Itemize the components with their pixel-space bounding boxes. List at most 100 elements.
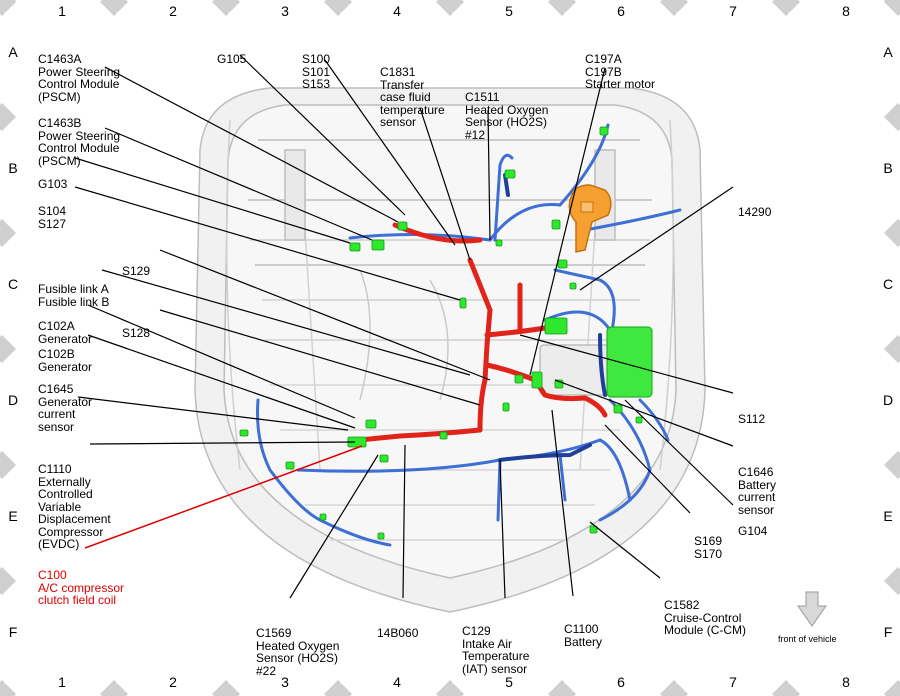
- connector-marker: [495, 239, 503, 247]
- leader-line: [519, 334, 734, 394]
- border-diamond: [436, 680, 464, 696]
- connector-marker: [239, 429, 249, 437]
- label-g103: G103: [38, 177, 68, 191]
- grid-col-top: 5: [505, 3, 513, 19]
- grid-col-bottom: 8: [842, 674, 850, 690]
- leader-line: [624, 399, 734, 506]
- leader-line: [77, 396, 349, 431]
- label-s129: S129: [122, 264, 151, 278]
- label-s128: S128: [122, 326, 151, 340]
- leader-line: [159, 249, 491, 381]
- border-diamond: [0, 103, 16, 131]
- leader-line: [74, 157, 351, 244]
- connector-marker: [379, 454, 389, 463]
- grid-row-right: C: [882, 276, 894, 292]
- border-diamond: [885, 683, 900, 696]
- label-g105: G105: [217, 52, 247, 66]
- grid-col-top: 7: [729, 3, 737, 19]
- connector-marker: [557, 259, 568, 269]
- grid-row-right: E: [883, 508, 893, 524]
- grid-col-top: 4: [393, 3, 401, 19]
- border-diamond: [436, 0, 464, 16]
- grid-row-right: F: [883, 624, 893, 640]
- leader-line: [289, 454, 379, 599]
- connector-marker: [502, 402, 510, 412]
- leader-line: [159, 309, 481, 406]
- border-diamond: [0, 451, 16, 479]
- border-diamond: [100, 0, 128, 16]
- leader-lines: [74, 54, 734, 599]
- connector-marker: [589, 525, 598, 534]
- leader-line: [529, 67, 606, 376]
- connector-marker: [397, 221, 408, 231]
- grid-row-left: C: [7, 276, 19, 292]
- leader-line: [487, 109, 491, 241]
- border-diamond: [0, 683, 15, 696]
- leader-line: [104, 127, 373, 241]
- grid-row-right: A: [883, 44, 893, 60]
- leader-line: [499, 459, 506, 599]
- connector-marker: [285, 461, 295, 470]
- grid-col-top: 6: [617, 3, 625, 19]
- connector-marker: [514, 374, 524, 384]
- leader-line: [101, 269, 471, 376]
- connector-marker: [371, 239, 385, 251]
- connector-marker: [349, 242, 361, 252]
- grid-row-left: D: [7, 392, 19, 408]
- grid-col-bottom: 5: [505, 674, 513, 690]
- border-diamond: [0, 219, 16, 247]
- grid-row-right: B: [883, 160, 893, 176]
- leader-line: [74, 186, 461, 301]
- leader-line: [579, 186, 734, 291]
- connector-marker: [569, 282, 577, 290]
- leader-line: [87, 334, 356, 429]
- border-diamond: [212, 0, 240, 16]
- blue-harness-dark: [498, 173, 607, 462]
- leader-line: [104, 66, 399, 223]
- border-diamond: [324, 0, 352, 16]
- connector-marker: [551, 219, 561, 230]
- connector-marker: [635, 416, 643, 424]
- border-diamond: [884, 335, 900, 363]
- border-diamond: [0, 567, 16, 595]
- grid-col-bottom: 6: [617, 674, 625, 690]
- connector-marker: [459, 297, 467, 309]
- front-of-vehicle-label: front of vehicle: [778, 634, 837, 644]
- leader-line: [589, 521, 661, 579]
- grid-col-top: 1: [58, 3, 66, 19]
- connector-marker: [377, 532, 385, 540]
- grid-row-left: B: [8, 160, 18, 176]
- leader-line: [324, 59, 456, 246]
- leader-line: [419, 107, 471, 261]
- label-14b060: 14B060: [377, 626, 419, 640]
- grid-row-left: E: [8, 508, 18, 524]
- grid-col-bottom: 4: [393, 674, 401, 690]
- border-diamond: [548, 0, 576, 16]
- grid-col-bottom: 7: [729, 674, 737, 690]
- grid-row-left: A: [8, 44, 18, 60]
- leader-line: [89, 441, 356, 445]
- border-diamond: [884, 451, 900, 479]
- grid-col-top: 2: [169, 3, 177, 19]
- grid-col-bottom: 1: [58, 674, 66, 690]
- border-diamond: [884, 0, 900, 15]
- border-diamond: [0, 335, 16, 363]
- leader-line: [402, 444, 406, 599]
- grid-col-top: 8: [842, 3, 850, 19]
- battery-junction-box: [606, 326, 653, 398]
- grid-row-right: D: [882, 392, 894, 408]
